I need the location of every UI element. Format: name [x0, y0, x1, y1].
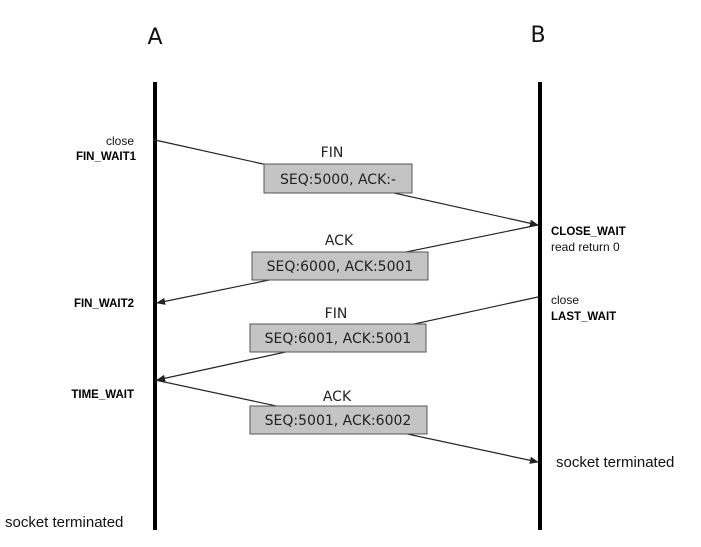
host-b-last-wait-state: LAST_WAIT [551, 311, 616, 323]
host-a-time-wait-state: TIME_WAIT [71, 389, 134, 401]
host-b-read-return-note: read return 0 [551, 240, 620, 254]
host-b-close-note: close [551, 293, 579, 307]
host-b-socket-terminated-note: socket terminated [556, 454, 674, 471]
segment-text-4: SEQ:5001, ACK:6002 [265, 413, 412, 429]
host-a-close-note: close [106, 134, 134, 148]
message-type-ack-1: ACK [325, 233, 354, 249]
message-type-fin-1: FIN [321, 145, 344, 161]
segment-box-1 [263, 163, 413, 194]
host-a-fin-wait2-state: FIN_WAIT2 [74, 298, 134, 310]
host-a-fin-wait1-state: FIN_WAIT1 [76, 151, 137, 163]
message-type-fin-2: FIN [325, 306, 348, 322]
host-b-close-wait-state: CLOSE_WAIT [551, 226, 626, 238]
message-type-ack-2: ACK [323, 389, 352, 405]
host-a-label: A [147, 25, 162, 50]
segment-text-1: SEQ:5000, ACK:- [280, 172, 396, 188]
segment-box-3 [249, 323, 427, 353]
host-a-socket-terminated-note: socket terminated [5, 514, 123, 531]
host-b-label: B [530, 23, 545, 48]
segment-box-2 [251, 251, 429, 281]
segment-text-3: SEQ:6001, ACK:5001 [265, 331, 412, 347]
segment-box-4 [249, 405, 428, 435]
segment-text-2: SEQ:6000, ACK:5001 [267, 259, 414, 275]
